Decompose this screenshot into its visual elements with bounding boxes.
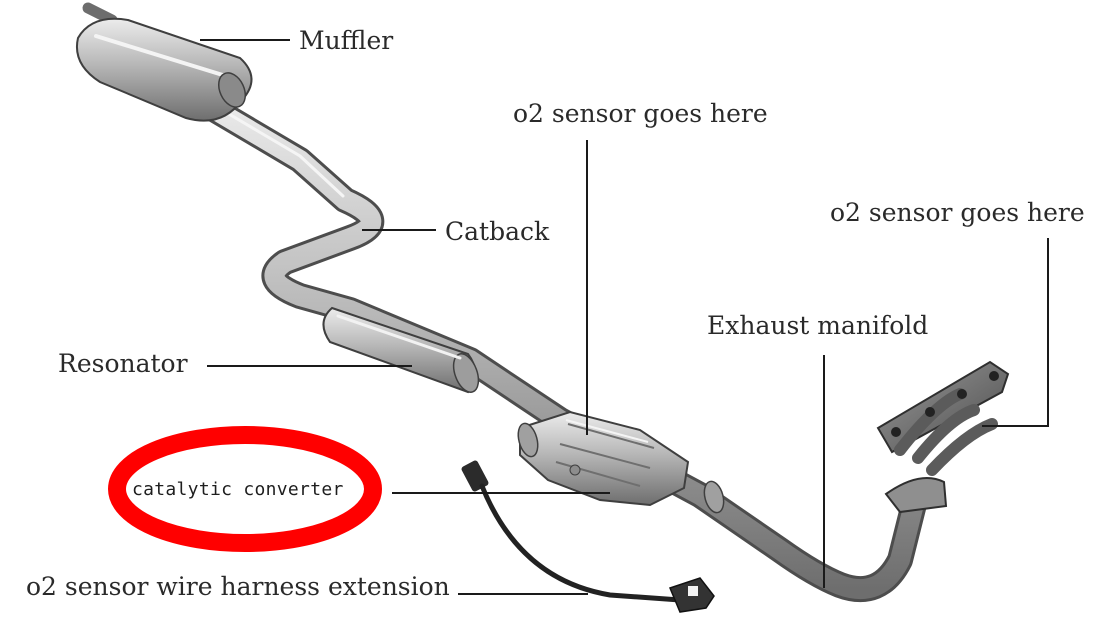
label-catback: Catback <box>445 217 550 246</box>
exhaust-pipe <box>177 82 928 602</box>
label-o2-sensor-top: o2 sensor goes here <box>513 99 768 128</box>
exhaust-manifold-body <box>876 360 1010 514</box>
label-muffler: Muffler <box>299 26 394 55</box>
resonator-body <box>322 306 480 394</box>
label-catalytic-converter: catalytic converter <box>132 479 344 500</box>
label-resonator: Resonator <box>58 349 188 378</box>
tailpipe <box>82 2 118 26</box>
muffler-body <box>76 17 253 122</box>
highlight-ellipse <box>108 426 382 552</box>
leader-lines <box>200 39 1049 595</box>
label-exhaust-manifold: Exhaust manifold <box>707 311 929 340</box>
label-o2-sensor-right: o2 sensor goes here <box>830 198 1085 227</box>
label-wire-harness-extension: o2 sensor wire harness extension <box>26 572 450 601</box>
leader-o2-right <box>982 238 1049 427</box>
o2-wire-harness <box>461 460 715 613</box>
catalytic-converter-body <box>517 410 725 514</box>
